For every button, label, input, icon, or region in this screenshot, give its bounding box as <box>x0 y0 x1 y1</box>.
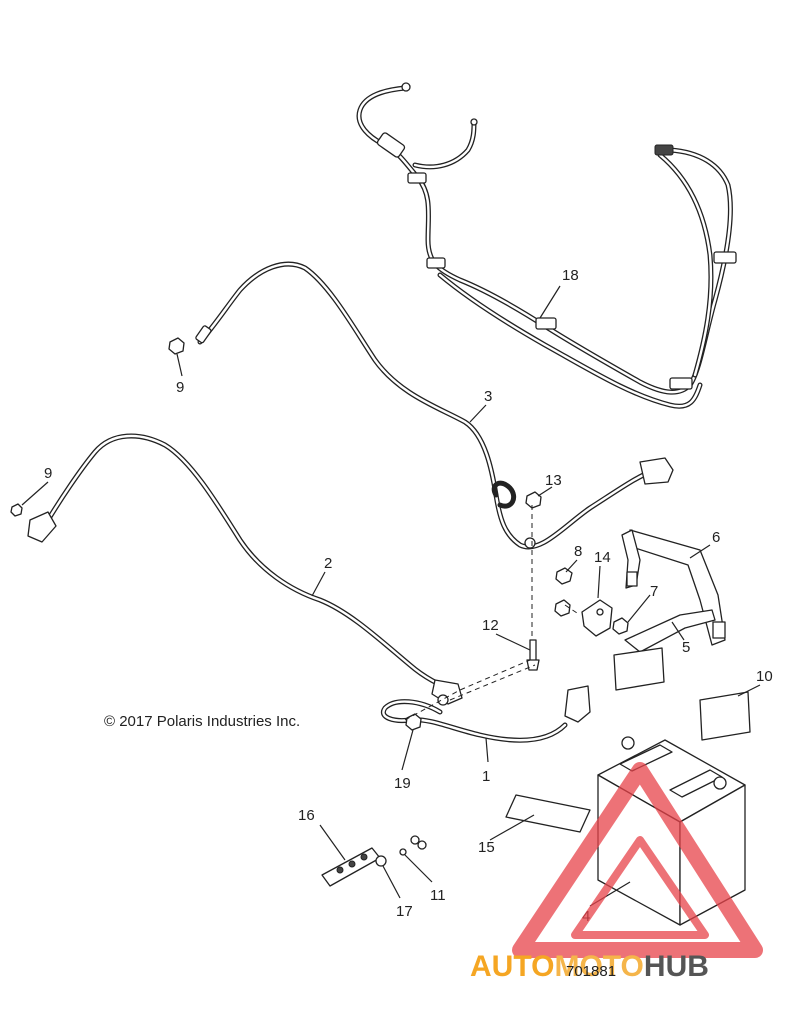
callout-12: 12 <box>482 617 499 634</box>
stud-12 <box>526 639 540 671</box>
battery-bracket-5 <box>624 609 716 653</box>
callout-11: 11 <box>430 887 446 904</box>
nut-11 <box>399 835 427 856</box>
callout-1: 1 <box>482 768 490 785</box>
pad-10 <box>613 647 751 741</box>
watermark-moto: MOTO <box>554 950 643 983</box>
screw-17 <box>375 855 387 867</box>
callout-16: 16 <box>298 807 315 824</box>
cable-1 <box>380 685 591 743</box>
callout-13: 13 <box>545 472 562 489</box>
callout-18: 18 <box>562 267 579 284</box>
callout-14: 14 <box>594 549 611 566</box>
bolt-7 <box>612 617 629 635</box>
callout-3: 3 <box>484 388 492 405</box>
cable-3 <box>195 261 674 550</box>
relay-14 <box>581 599 613 637</box>
callout-15: 15 <box>478 839 495 856</box>
nut-13 <box>525 491 542 509</box>
callout-8: 8 <box>574 543 582 560</box>
battery-strap-6 <box>621 529 726 646</box>
callout-9-upper: 9 <box>176 379 184 396</box>
callout-7: 7 <box>650 583 658 600</box>
callout-6: 6 <box>712 529 720 546</box>
copyright-text: © 2017 Polaris Industries Inc. <box>104 713 300 730</box>
assembly-line <box>564 604 581 616</box>
nut-9-upper <box>168 337 185 355</box>
bolt-8 <box>554 567 573 617</box>
callout-9-left: 9 <box>44 465 52 482</box>
nut-19 <box>405 713 422 731</box>
leader-lines <box>21 285 761 907</box>
callout-5: 5 <box>682 639 690 656</box>
assembly-line <box>449 664 536 701</box>
assembly-line <box>404 659 531 721</box>
watermark-auto: AUTO <box>470 950 554 983</box>
cable-2 <box>27 433 463 705</box>
watermark-logo <box>512 762 763 958</box>
callout-19: 19 <box>394 775 411 792</box>
fuse-holder-16 <box>321 847 381 887</box>
callout-17: 17 <box>396 903 413 920</box>
watermark-hub: HUB <box>644 950 709 983</box>
wire-harness-18 <box>356 82 737 409</box>
callout-10: 10 <box>756 668 773 685</box>
watermark-text: AUTOMOTOHUB <box>470 950 709 983</box>
callout-2: 2 <box>324 555 332 572</box>
drawing-number: 701881 <box>566 963 616 980</box>
nut-9-left <box>10 503 23 517</box>
label-15 <box>505 794 591 833</box>
